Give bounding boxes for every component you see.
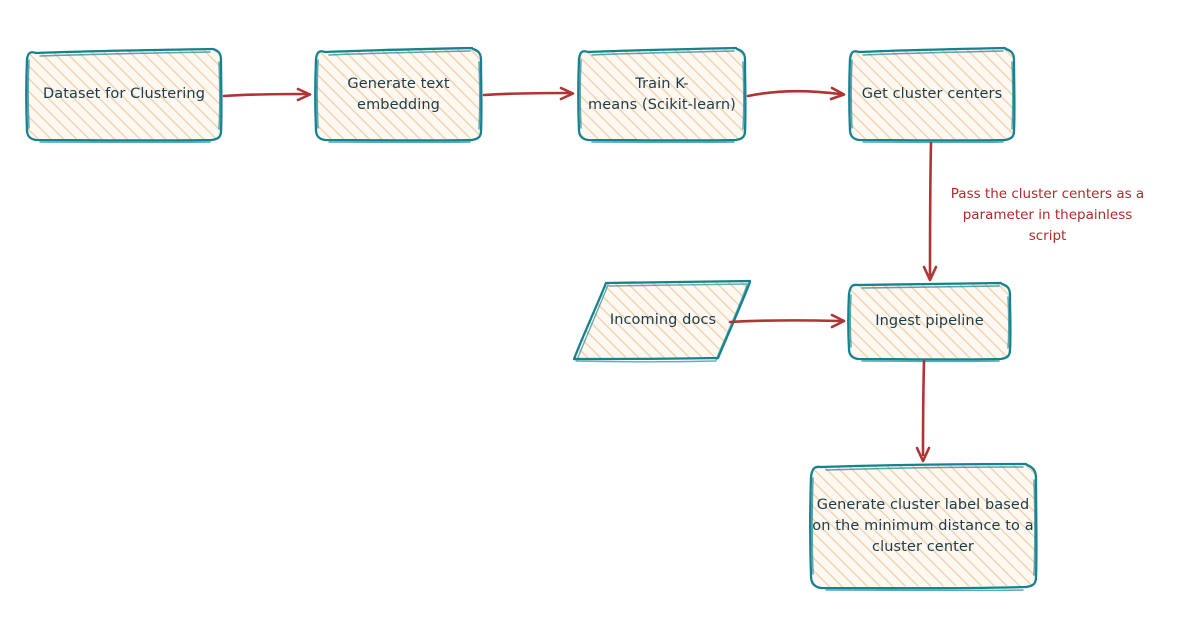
node-train-kmeans[interactable] (577, 46, 747, 144)
edge-arrowhead (922, 265, 938, 282)
node-dataset-for-clustering[interactable] (25, 47, 223, 144)
node-outline (25, 47, 223, 142)
edge-arrowhead (915, 446, 931, 463)
edge-line (222, 92, 308, 98)
edge-ingest-to-label (915, 359, 931, 463)
node-outline-sketch (579, 50, 745, 144)
node-outline (848, 46, 1016, 142)
edge-line (928, 141, 933, 277)
edge-line (746, 89, 842, 98)
node-fill (26, 49, 222, 140)
node-outline (809, 462, 1038, 590)
edge-arrowhead (296, 87, 312, 102)
node-fill (315, 49, 482, 140)
edge-line (728, 319, 842, 324)
edge-arrowhead (829, 86, 846, 101)
node-outline-sketch (316, 50, 481, 144)
node-outline (847, 281, 1012, 361)
node-outline-sketch (850, 50, 1014, 144)
node-fill (849, 49, 1015, 140)
node-outline-sketch (27, 51, 221, 144)
node-generate-cluster-label[interactable] (809, 462, 1038, 592)
edge-arrowhead (830, 313, 846, 329)
edge-dataset-to-embedding (222, 87, 312, 102)
node-outline-sketch (811, 466, 1036, 592)
edge-arrowhead (559, 86, 575, 101)
edge-docs-to-ingest (728, 313, 846, 329)
node-get-cluster-centers[interactable] (848, 46, 1016, 144)
node-generate-text-embedding[interactable] (314, 46, 483, 144)
node-fill (810, 465, 1037, 587)
edge-embedding-to-kmeans (482, 86, 575, 101)
node-incoming-docs[interactable] (572, 279, 752, 363)
node-outline (314, 46, 483, 142)
node-outline (577, 46, 747, 142)
edge-line (482, 91, 571, 97)
node-ingest-pipeline[interactable] (847, 281, 1012, 363)
edge-line (921, 359, 926, 457)
edge-kmeans-to-centers (746, 86, 846, 101)
node-outline-sketch (849, 285, 1010, 363)
node-fill (573, 282, 751, 359)
node-fill (578, 49, 746, 140)
node-fill (848, 284, 1011, 359)
edge-centers-to-ingest (922, 141, 938, 282)
